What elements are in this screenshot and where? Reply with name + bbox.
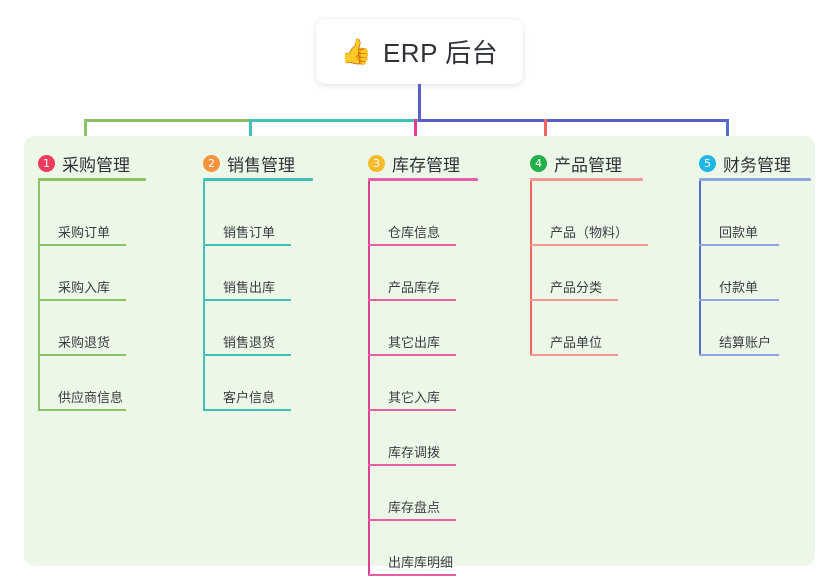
branch-column-1: 1 采购管理采购订单采购入库采购退货供应商信息	[38, 146, 146, 411]
branch-column-3: 3 库存管理仓库信息产品库存其它出库其它入库库存调拨库存盘点出库库明细	[368, 146, 478, 576]
leaf-node-underline	[530, 299, 618, 301]
leaf-node-underline	[368, 299, 456, 301]
branch-header-underline	[699, 178, 811, 181]
branch-spine	[530, 181, 532, 356]
branch-column-2: 2 销售管理销售订单销售出库销售退货客户信息	[203, 146, 313, 411]
branch-spine	[699, 181, 701, 356]
branch-header-underline	[368, 178, 478, 181]
leaf-node-label[interactable]: 出库库明细	[388, 555, 454, 570]
branch-panel	[24, 136, 815, 566]
branch-header-2[interactable]: 2 销售管理	[203, 146, 313, 181]
leaf-node-label[interactable]: 产品库存	[388, 280, 441, 295]
leaf-node-label[interactable]: 客户信息	[223, 390, 276, 405]
leaf-node-label[interactable]: 产品（物料）	[550, 225, 629, 240]
branch-number-badge: 3	[368, 154, 385, 172]
branch-spine	[203, 181, 205, 411]
branch-column-5: 5 财务管理回款单付款单结算账户	[699, 146, 811, 356]
leaf-node-underline	[203, 354, 291, 356]
leaf-node-label[interactable]: 销售订单	[223, 225, 276, 240]
leaf-node-underline	[368, 244, 456, 246]
branch-drop-3	[414, 119, 417, 150]
bus-segment-2	[249, 119, 420, 122]
thumbs-up-icon: 👍	[340, 37, 372, 66]
branch-header-underline	[530, 178, 643, 181]
leaf-node-label[interactable]: 回款单	[719, 225, 759, 240]
leaf-node-underline	[203, 244, 291, 246]
branch-number-badge: 2	[203, 154, 220, 172]
leaf-node-label[interactable]: 库存调拨	[388, 445, 441, 460]
leaf-node-label[interactable]: 销售退货	[223, 335, 276, 350]
leaf-node-underline	[530, 354, 618, 356]
branch-title: 库存管理	[392, 155, 460, 175]
branch-drop-2	[249, 119, 252, 150]
bus-segment-3	[418, 119, 729, 122]
root-stem	[418, 84, 421, 122]
leaf-node-label[interactable]: 付款单	[719, 280, 759, 295]
leaf-node-underline	[368, 574, 456, 576]
branch-number-badge: 4	[530, 154, 547, 172]
leaf-node-label[interactable]: 结算账户	[719, 335, 772, 350]
branch-header-underline	[203, 178, 313, 181]
leaf-node-underline	[699, 244, 779, 246]
branch-title: 财务管理	[723, 155, 791, 175]
leaf-node-underline	[203, 409, 291, 411]
leaf-node-label[interactable]: 采购入库	[58, 280, 111, 295]
leaf-node-label[interactable]: 库存盘点	[388, 500, 441, 515]
branch-header-5[interactable]: 5 财务管理	[699, 146, 811, 181]
branch-title: 采购管理	[62, 155, 130, 175]
leaf-node-label[interactable]: 其它入库	[388, 390, 441, 405]
branch-title: 销售管理	[227, 155, 295, 175]
branch-drop-5	[726, 119, 729, 150]
branch-drop-4	[544, 119, 547, 150]
leaf-node-underline	[530, 244, 648, 246]
leaf-node-label[interactable]: 采购订单	[58, 225, 111, 240]
leaf-node-label[interactable]: 采购退货	[58, 335, 111, 350]
branch-spine	[368, 181, 370, 576]
leaf-node-underline	[38, 354, 126, 356]
branch-header-4[interactable]: 4 产品管理	[530, 146, 643, 181]
branch-drop-1	[84, 119, 87, 150]
leaf-node-label[interactable]: 销售出库	[223, 280, 276, 295]
leaf-node-underline	[368, 354, 456, 356]
branch-column-4: 4 产品管理产品（物料） 产品分类产品单位	[530, 146, 648, 356]
leaf-node-underline	[203, 299, 291, 301]
branch-header-1[interactable]: 1 采购管理	[38, 146, 146, 181]
leaf-node-underline	[368, 519, 456, 521]
leaf-node-label[interactable]: 产品单位	[550, 335, 603, 350]
bus-segment-1	[84, 119, 251, 122]
branch-header-3[interactable]: 3 库存管理	[368, 146, 478, 181]
branch-title: 产品管理	[554, 155, 622, 175]
leaf-node-underline	[699, 299, 779, 301]
leaf-node-label[interactable]: 产品分类	[550, 280, 603, 295]
branch-header-underline	[38, 178, 146, 181]
leaf-node-label[interactable]: 其它出库	[388, 335, 441, 350]
leaf-node-underline	[38, 409, 126, 411]
leaf-node-underline	[368, 409, 456, 411]
branch-spine	[38, 181, 40, 411]
leaf-node-underline	[368, 464, 456, 466]
root-node-label: ERP 后台	[382, 38, 499, 68]
leaf-node-underline	[38, 299, 126, 301]
branch-number-badge: 1	[38, 154, 55, 172]
leaf-node-label[interactable]: 供应商信息	[58, 390, 124, 405]
leaf-node-underline	[699, 354, 779, 356]
leaf-node-label[interactable]: 仓库信息	[388, 225, 441, 240]
branch-number-badge: 5	[699, 154, 716, 172]
leaf-node-underline	[38, 244, 126, 246]
root-node[interactable]: 👍 ERP 后台	[316, 19, 523, 84]
